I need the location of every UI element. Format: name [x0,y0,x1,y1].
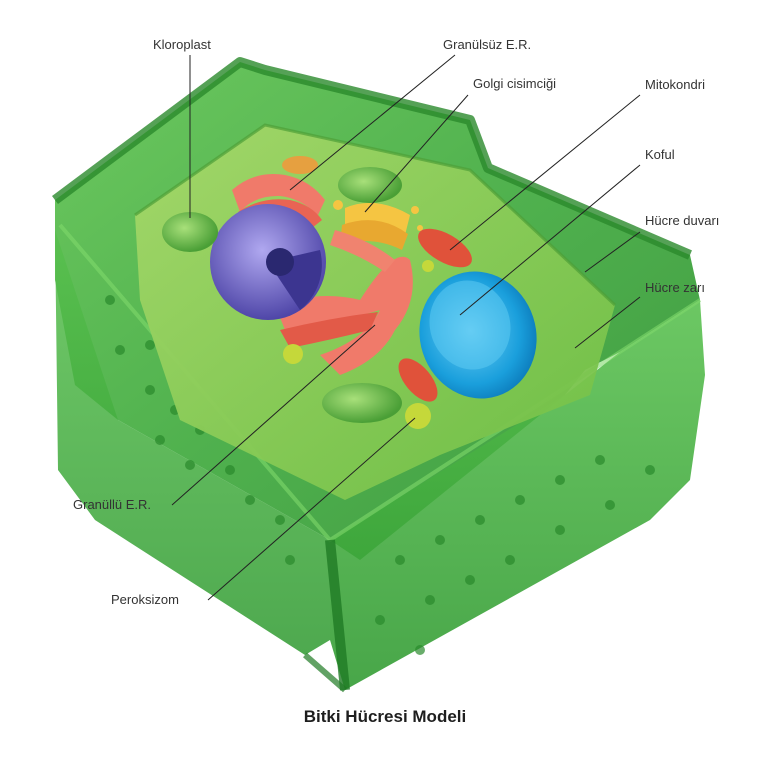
chloroplast-group [162,167,402,423]
diagram-caption: Bitki Hücresi Modeli [303,707,467,726]
label-hucre-duvari: Hücre duvarı [645,213,720,228]
leader-hucre-zari [574,296,641,349]
mitochondrion [282,156,318,174]
chloroplast [338,167,402,203]
nucleus [210,204,326,320]
label-peroksizom: Peroksizom [111,592,179,607]
cell-wall-left-face [55,230,330,655]
mitochondria-group [282,156,472,402]
leader-mitokondri [449,94,641,251]
peroxisome [422,260,434,272]
leader-peroksizom [207,417,416,601]
leader-golgi [364,94,469,213]
peroxisome-group [283,260,434,429]
peroxisome [405,403,431,429]
mitochondrion [418,228,472,268]
leader-hucre-duvari [584,231,641,273]
label-koful: Koful [645,147,675,162]
peroxisome [283,344,303,364]
vacuole [419,271,537,399]
label-granullu-er: Granüllü E.R. [73,497,152,512]
leader-granullu-er [171,324,376,506]
mitochondrion [398,358,438,402]
leader-granulsuz-er [289,54,456,191]
rough-er [275,230,413,375]
label-golgi: Golgi cisimciği [473,76,557,91]
leader-koful [459,164,641,316]
chloroplast [162,212,218,252]
label-kloroplast: Kloroplast [153,37,211,52]
label-hucre-zari: Hücre zarı [645,280,705,295]
cell-wall-right-face [330,300,705,690]
chloroplast [322,383,402,423]
golgi-body [333,200,423,250]
label-mitokondri: Mitokondri [645,77,705,92]
label-granulsuz-er: Granülsüz E.R. [443,37,532,52]
